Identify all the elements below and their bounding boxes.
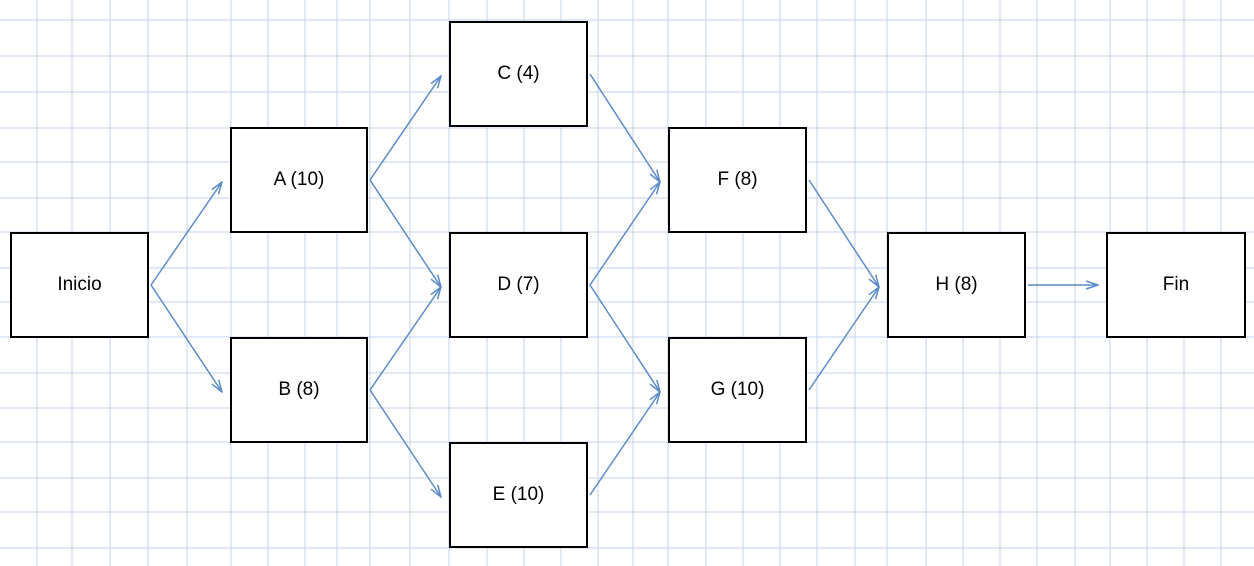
node-e: E (10) — [449, 442, 588, 548]
arrow-inicio-to-b — [150, 284, 222, 392]
node-c: C (4) — [449, 21, 588, 127]
arrow-a-to-d — [369, 179, 441, 287]
arrow-a-to-c — [369, 76, 441, 181]
arrow-g-to-h — [808, 287, 879, 391]
node-inicio: Inicio — [10, 232, 149, 338]
node-a: A (10) — [230, 127, 368, 233]
arrow-d-to-g — [589, 284, 660, 392]
node-f: F (8) — [668, 127, 807, 233]
arrow-inicio-to-a — [150, 182, 222, 286]
arrow-b-to-e — [369, 389, 441, 497]
node-b: B (8) — [230, 337, 368, 443]
node-d: D (7) — [449, 232, 588, 338]
arrow-d-to-f — [589, 182, 660, 286]
arrow-b-to-d — [369, 287, 441, 391]
node-h: H (8) — [887, 232, 1026, 338]
arrow-f-to-h — [808, 179, 879, 287]
arrow-e-to-g — [589, 392, 660, 496]
arrow-c-to-f — [589, 73, 660, 182]
node-g: G (10) — [668, 337, 807, 443]
node-fin: Fin — [1106, 232, 1246, 338]
